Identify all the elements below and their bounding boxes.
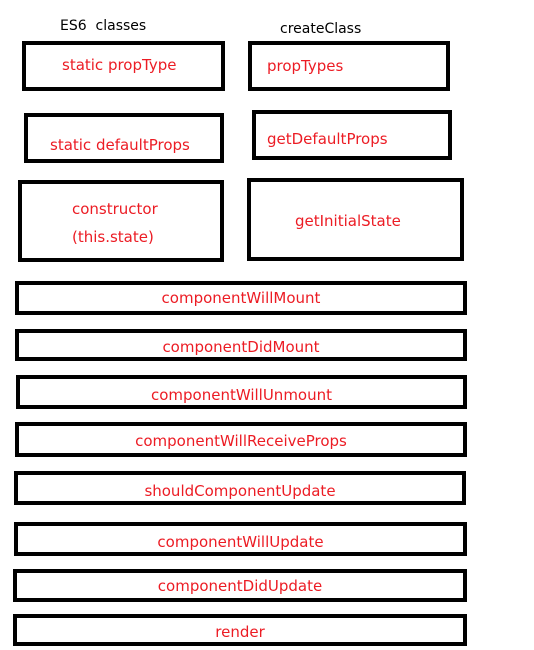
create-class-get-initial-state-label: getInitialState (295, 212, 401, 230)
es6-constructor-box: constructor (this.state) (18, 180, 224, 262)
render-box: render (13, 614, 467, 646)
es6-prop-type-box: static propType (22, 41, 225, 91)
es6-constructor-state-label: (this.state) (72, 228, 154, 246)
component-did-mount-label: componentDidMount (162, 338, 320, 356)
component-will-mount-label: componentWillMount (161, 289, 321, 307)
create-class-get-default-props-box: getDefaultProps (252, 110, 452, 160)
es6-prop-type-label: static propType (62, 56, 177, 74)
es6-classes-header: ES6 classes (60, 18, 147, 34)
component-will-receive-props-box: componentWillReceiveProps (15, 422, 467, 457)
es6-default-props-box: static defaultProps (24, 113, 224, 163)
component-will-mount-box: componentWillMount (15, 281, 467, 315)
should-component-update-label: shouldComponentUpdate (144, 482, 336, 500)
es6-default-props-label: static defaultProps (50, 136, 190, 154)
component-will-update-box: componentWillUpdate (14, 522, 467, 556)
component-did-mount-box: componentDidMount (15, 329, 467, 361)
component-did-update-box: componentDidUpdate (13, 569, 467, 602)
create-class-get-initial-state-box: getInitialState (247, 178, 464, 261)
create-class-header: createClass (280, 21, 362, 37)
component-will-receive-props-label: componentWillReceiveProps (135, 432, 347, 450)
create-class-prop-types-box: propTypes (248, 41, 450, 91)
should-component-update-box: shouldComponentUpdate (14, 471, 466, 505)
component-did-update-label: componentDidUpdate (157, 577, 323, 595)
create-class-prop-types-label: propTypes (267, 57, 344, 75)
es6-constructor-label: constructor (72, 200, 158, 218)
component-will-unmount-box: componentWillUnmount (16, 375, 467, 409)
component-will-update-label: componentWillUpdate (157, 533, 324, 551)
create-class-get-default-props-label: getDefaultProps (267, 130, 388, 148)
render-label: render (215, 623, 265, 641)
component-will-unmount-label: componentWillUnmount (150, 386, 333, 404)
